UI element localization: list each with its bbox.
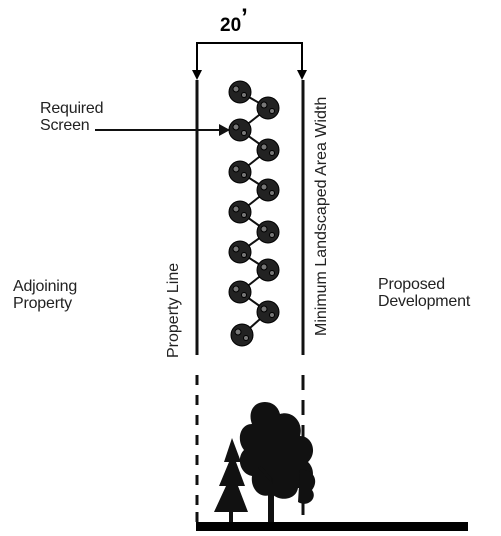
shrub-icon — [228, 118, 252, 142]
shrub-icon — [256, 220, 280, 244]
proposed-line2: Development — [378, 293, 471, 310]
shrub-icon — [256, 300, 280, 324]
shrub-icon — [256, 96, 280, 120]
min-landscaped-width-label: Minimum Landscaped Area Width — [313, 96, 330, 336]
ground-line — [196, 522, 468, 531]
deciduous-tree-icon — [239, 402, 316, 524]
shrub-icon — [228, 200, 252, 224]
shrub-icon — [228, 280, 252, 304]
adjoining-line2: Property — [13, 295, 72, 312]
arrow-icon — [95, 124, 230, 136]
conifer-tree-icon — [214, 438, 248, 523]
dimension-bracket — [192, 42, 307, 80]
proposed-line1: Proposed — [378, 276, 445, 293]
proposed-development-label: Proposed Development — [378, 276, 470, 310]
shrub-icon — [228, 160, 252, 184]
shrub-icon — [228, 80, 252, 104]
adjoining-line1: Adjoining — [13, 278, 78, 295]
shrub-icon — [228, 240, 252, 264]
adjoining-property-label: Adjoining Property — [13, 278, 77, 312]
shrub-icon — [230, 323, 254, 347]
required-screen-line2: Screen — [40, 117, 90, 134]
shrub-icon — [256, 138, 280, 162]
property-line-label: Property Line — [165, 262, 182, 358]
required-screen-label: Required Screen — [40, 100, 104, 134]
required-screen-line1: Required — [40, 100, 104, 117]
prime-mark: ’ — [241, 4, 248, 31]
shrub-icon — [256, 178, 280, 202]
shrub-icon — [256, 258, 280, 282]
dimension-label: 20’ — [220, 4, 248, 36]
